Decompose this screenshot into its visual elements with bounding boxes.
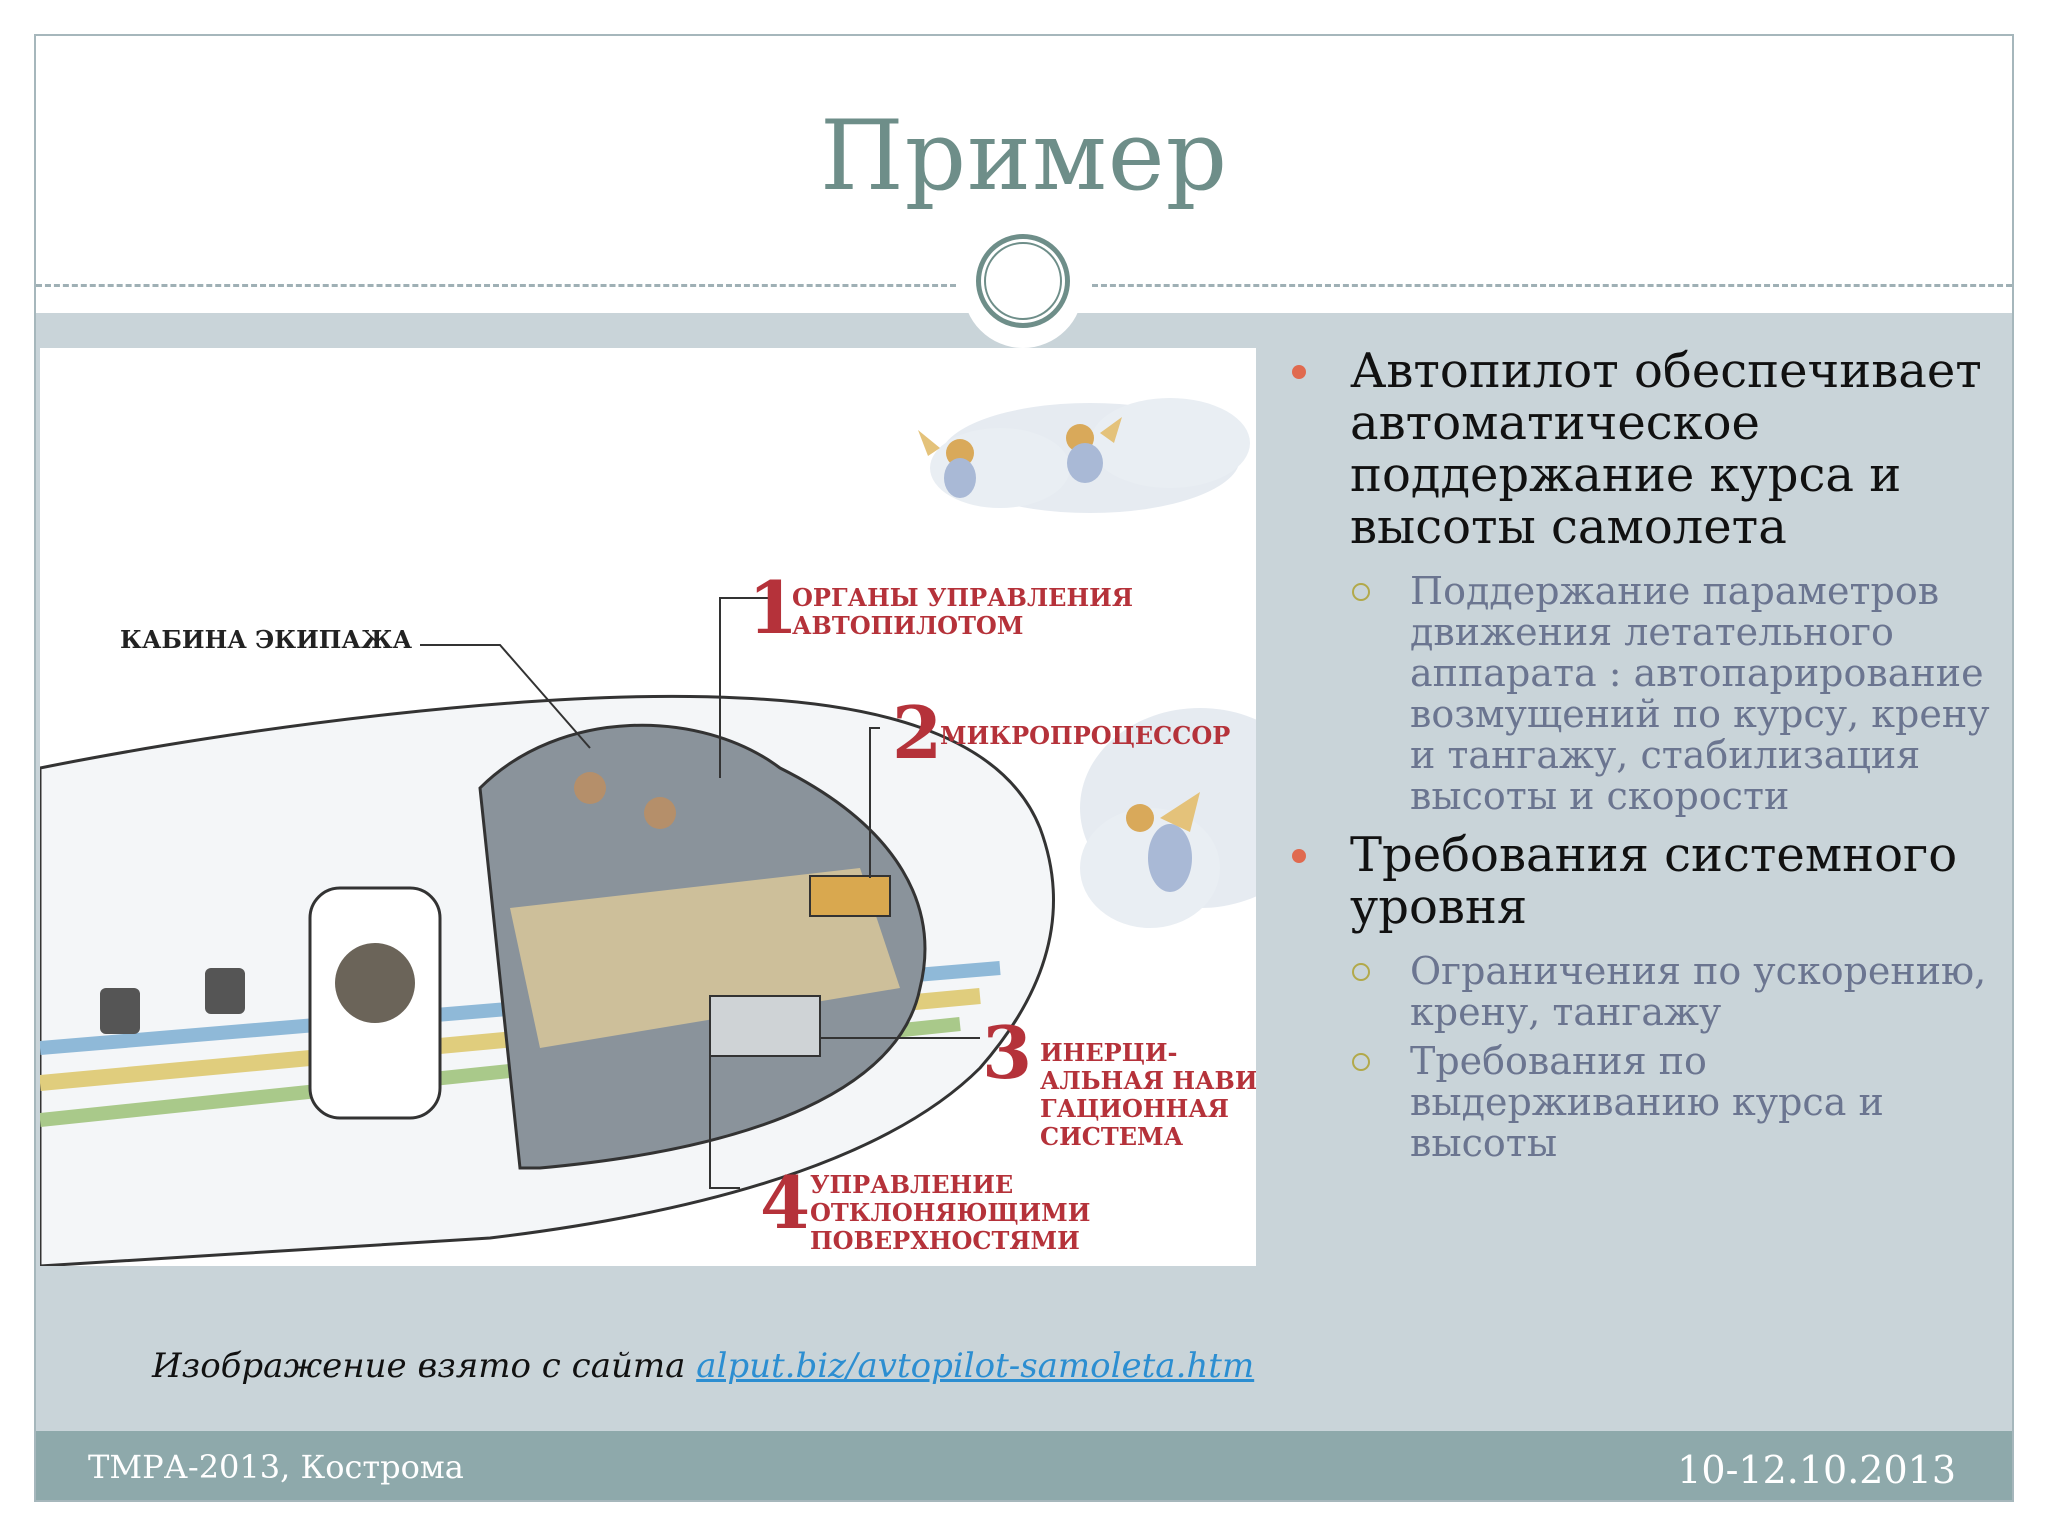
source-link[interactable]: alput.biz/avtopilot-samoleta.htm [696,1346,1255,1386]
sub-bullet-ring-icon [1352,1053,1370,1071]
label-3-line2: АЛЬНАЯ НАВИ- [1040,1066,1256,1095]
label-2: МИКРОПРОЦЕССОР [940,721,1230,750]
label-4-line1: УПРАВЛЕНИЕ [810,1170,1013,1199]
sub-bullet-item: Ограничения по ускорению, крену, тангажу [1290,951,1990,1033]
pilot-figure [574,772,606,804]
label-number-4: 4 [760,1160,810,1245]
caption-text: Изображение взято с сайта [152,1346,686,1386]
slide-title: Пример [819,100,1229,212]
window [205,968,245,1014]
bullet-text: Автопилот обеспечивает автоматическое по… [1350,343,1982,555]
window [100,988,140,1034]
leader-line-cabin [420,644,591,749]
label-3-line4: СИСТЕМА [1040,1122,1184,1151]
divider-inner-ring [984,242,1062,320]
navigation-box [709,995,821,1057]
title-divider-right [1092,284,2012,287]
leader-line-2 [869,727,880,878]
label-cabin: КАБИНА ЭКИПАЖА [120,625,412,654]
bullet-dot-icon [1292,365,1306,379]
bullet-item: Автопилот обеспечивает автоматическое по… [1290,345,1990,553]
bullet-text: Требования системного уровня [1350,827,1958,935]
label-number-1: 1 [748,565,798,650]
sub-bullet-ring-icon [1352,583,1370,601]
aircraft-cutaway-image: КАБИНА ЭКИПАЖА 1 ОРГАНЫ УПРАВЛЕНИЯ АВТОП… [38,398,1320,1268]
label-4-line2: ОТКЛОНЯЮЩИМИ [810,1198,1090,1227]
image-caption: Изображение взято с сайта alput.biz/avto… [152,1346,1254,1386]
label-1-line1: ОРГАНЫ УПРАВЛЕНИЯ [792,583,1133,612]
sub-bullet-text: Ограничения по ускорению, крену, тангажу [1410,949,1987,1034]
sub-bullet-text: Поддержание параметров движения летатель… [1410,569,1990,818]
label-3-line3: ГАЦИОННАЯ [1040,1094,1229,1123]
pilot-figure [644,797,676,829]
label-4-line3: ПОВЕРХНОСТЯМИ [810,1226,1080,1255]
leader-line-1 [719,597,780,778]
sub-bullet-item: Поддержание параметров движения летатель… [1290,571,1990,817]
bullet-item: Требования системного уровня [1290,829,1990,933]
footer-date: 10-12.10.2013 [1677,1448,1956,1492]
label-number-2: 2 [892,690,942,775]
footer-conference: ТМРА-2013, Кострома [88,1448,464,1486]
label-3-line1: ИНЕРЦИ- [1040,1038,1178,1067]
microprocessor-box [809,875,891,917]
sub-bullet-ring-icon [1352,963,1370,981]
angel-figure [918,430,976,498]
label-number-3: 3 [982,1010,1032,1095]
door-emblem [335,943,415,1023]
leader-line-4 [709,1048,740,1189]
autopilot-illustration: КАБИНА ЭКИПАЖА 1 ОРГАНЫ УПРАВЛЕНИЯ АВТОП… [38,348,1320,1268]
angel-figure [1126,792,1200,892]
bullet-dot-icon [1292,849,1306,863]
bullet-list: Автопилот обеспечивает автоматическое по… [1290,345,1990,1172]
sub-bullet-text: Требования по выдерживанию курса и высот… [1410,1039,1884,1165]
angel-figure [1066,417,1122,483]
title-divider-left [36,284,956,287]
label-1-line2: АВТОПИЛОТОМ [792,611,1023,640]
sub-bullet-item: Требования по выдерживанию курса и высот… [1290,1041,1990,1164]
footer-bar [36,1431,2012,1500]
